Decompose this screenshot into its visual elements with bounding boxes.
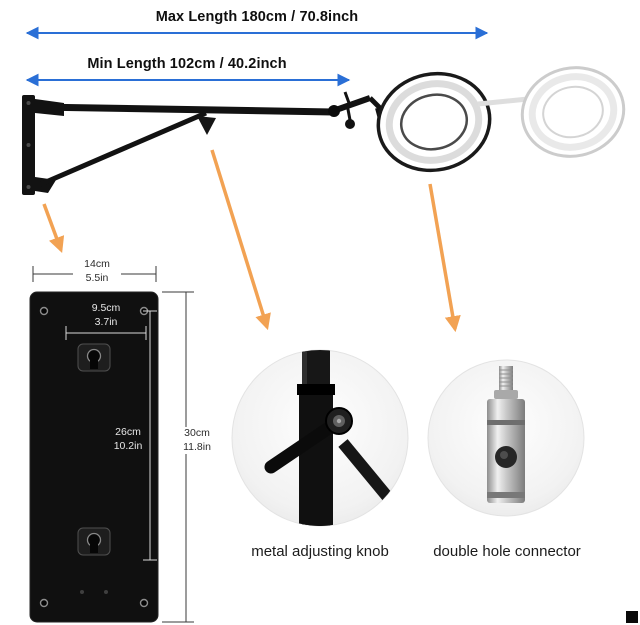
knob-caption: metal adjusting knob [251, 543, 389, 560]
min-length-label: Min Length 102cm / 40.2inch [87, 56, 287, 72]
plate-inner-height-in: 10.2in [113, 439, 143, 452]
callout-arrow-knob [210, 149, 271, 331]
plate-inner-height-dimension [143, 310, 157, 561]
boom-arm [35, 103, 334, 188]
plate-total-height-label: 30cm 11.8in [177, 427, 217, 455]
mounting-plate [29, 291, 159, 623]
callout-arrow-connector [428, 183, 461, 333]
plate-inner-height-cm: 26cm [115, 426, 141, 438]
plate-total-height-cm: 30cm [184, 427, 210, 439]
plate-hole-spacing-dimension [65, 326, 147, 340]
plate-hole-spacing-label: 9.5cm 3.7in [82, 302, 130, 329]
plate-total-height-in: 11.8in [183, 440, 211, 453]
keyhole-slot-bottom [77, 527, 111, 556]
connector-detail-photo [427, 359, 585, 517]
knob-detail-photo [231, 349, 409, 527]
plate-total-height-dimension [162, 291, 194, 623]
plate-inner-height-label: 26cm 10.2in [107, 426, 149, 454]
plate-hole-spacing-cm: 9.5cm [91, 302, 121, 314]
arm-adjusting-knob [197, 116, 216, 135]
ghost-arm [477, 96, 529, 107]
plate-width-in: 5.5in [85, 271, 109, 284]
plate-width-cm: 14cm [84, 258, 110, 270]
ring-light-ghost [520, 66, 626, 158]
callout-arrow-plate [42, 203, 65, 254]
keyhole-slot-top [77, 343, 111, 372]
corner-mark [626, 611, 638, 623]
plate-width-label: 14cm 5.5in [73, 258, 121, 286]
connector-caption: double hole connector [433, 543, 581, 560]
plate-hole-spacing-in: 3.7in [94, 315, 118, 328]
max-length-label: Max Length 180cm / 70.8inch [155, 9, 359, 25]
ring-light [376, 71, 492, 173]
wall-bracket [22, 95, 64, 195]
